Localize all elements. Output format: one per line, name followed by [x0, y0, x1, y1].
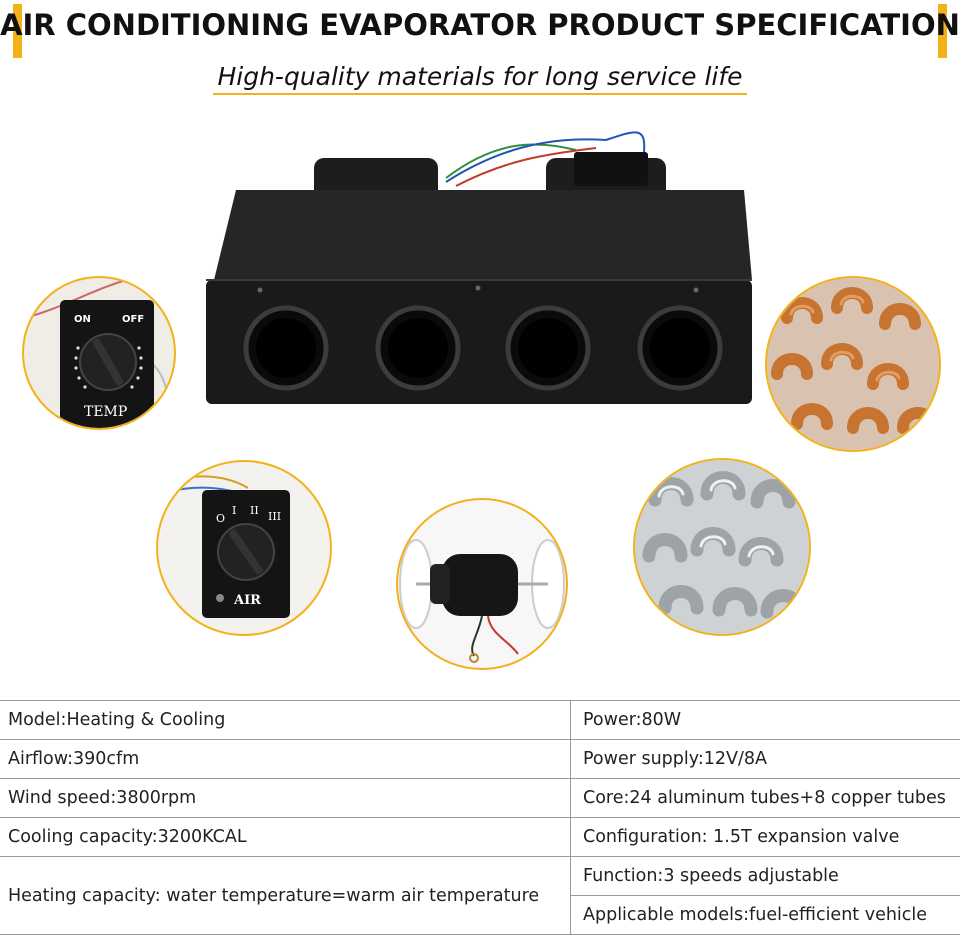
air-speed-2: II — [250, 504, 259, 517]
spec-cell: Cooling capacity:3200KCAL — [0, 818, 571, 857]
spec-table: Model:Heating & Cooling Power:80W Airflo… — [0, 700, 960, 935]
air-knob-circle: O I II III AIR — [156, 460, 332, 636]
spec-row: Wind speed:3800rpm Core:24 aluminum tube… — [0, 779, 960, 818]
spec-row: Heating capacity: water temperature=warm… — [0, 857, 960, 896]
copper-tubes-circle — [765, 276, 941, 452]
temp-label: TEMP — [84, 404, 127, 420]
blower-motor-circle — [396, 498, 568, 670]
temp-on-label: ON — [74, 314, 91, 325]
spec-cell: Heating capacity: water temperature=warm… — [0, 857, 571, 935]
vent-4 — [640, 308, 720, 388]
spec-cell: Wind speed:3800rpm — [0, 779, 571, 818]
spec-cell: Airflow:390cfm — [0, 740, 571, 779]
spec-cell: Function:3 speeds adjustable — [571, 857, 960, 896]
spec-cell: Configuration: 1.5T expansion valve — [571, 818, 960, 857]
temp-off-label: OFF — [122, 314, 144, 325]
spec-row: Cooling capacity:3200KCAL Configuration:… — [0, 818, 960, 857]
air-speed-3: III — [268, 510, 281, 523]
spec-cell: Power supply:12V/8A — [571, 740, 960, 779]
spec-cell: Power:80W — [571, 701, 960, 740]
header: AIR CONDITIONING EVAPORATOR PRODUCT SPEC… — [0, 0, 960, 110]
air-label: AIR — [233, 593, 261, 608]
spec-cell: Applicable models:fuel-efficient vehicle — [571, 896, 960, 935]
temp-knob-circle: ON OFF TEMP — [22, 276, 176, 430]
spec-cell: Model:Heating & Cooling — [0, 701, 571, 740]
page-subtitle: High-quality materials for long service … — [213, 62, 746, 95]
page-title: AIR CONDITIONING EVAPORATOR PRODUCT SPEC… — [0, 8, 960, 42]
evaporator-unit-image — [196, 130, 762, 420]
vent-2 — [378, 308, 458, 388]
aluminum-tubes-circle — [633, 458, 811, 636]
vent-3 — [508, 308, 588, 388]
spec-row: Airflow:390cfm Power supply:12V/8A — [0, 740, 960, 779]
air-speed-1: I — [232, 504, 236, 517]
product-showcase: ON OFF TEMP O I II III AIR — [0, 110, 960, 685]
air-speed-0: O — [216, 512, 225, 525]
vent-1 — [246, 308, 326, 388]
spec-row: Model:Heating & Cooling Power:80W — [0, 701, 960, 740]
spec-cell: Core:24 aluminum tubes+8 copper tubes — [571, 779, 960, 818]
subtitle-wrap: High-quality materials for long service … — [0, 62, 960, 95]
